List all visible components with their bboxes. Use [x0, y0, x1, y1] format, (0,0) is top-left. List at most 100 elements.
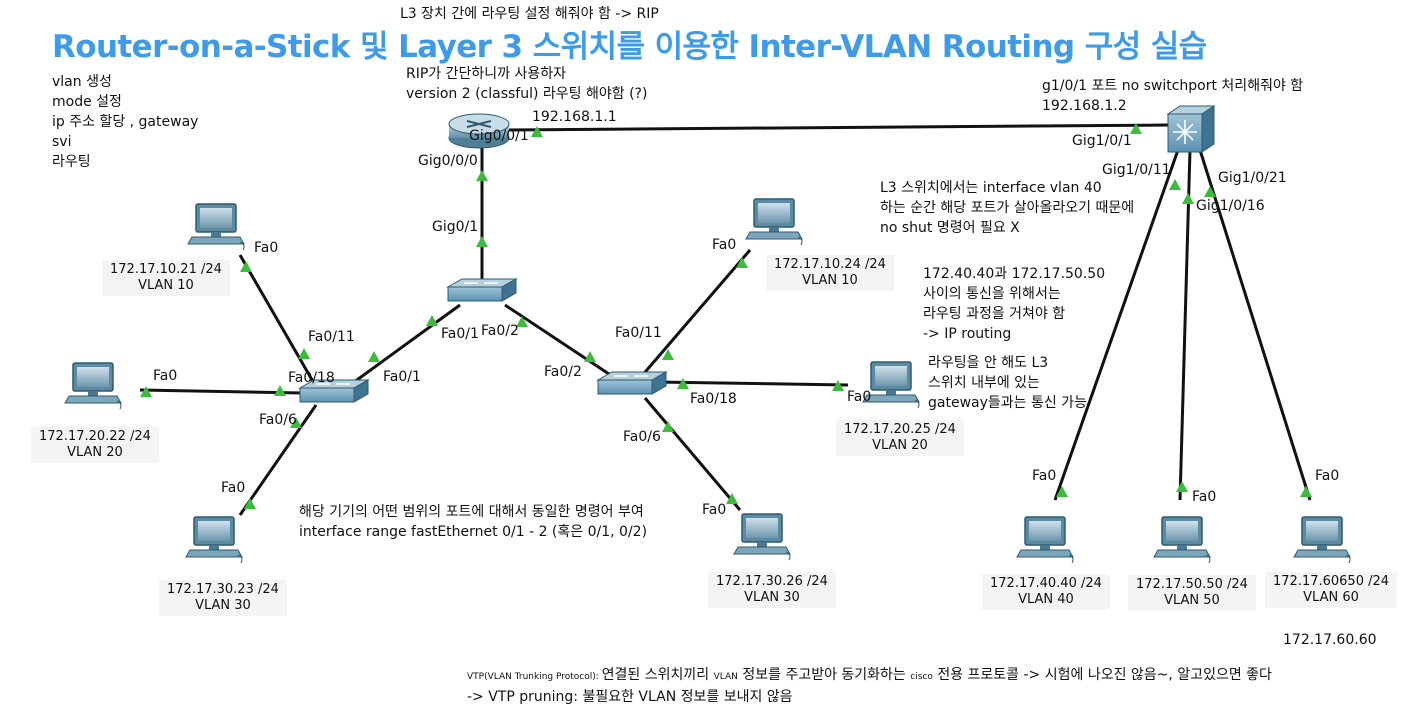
note-rip-version: RIP가 간단하니까 사용하자 version 2 (classful) 라우팅… — [406, 64, 647, 104]
pc-vlan: VLAN 20 — [67, 445, 123, 460]
port-label: Gig1/0/21 — [1218, 170, 1287, 186]
pc-icon[interactable] — [185, 516, 243, 564]
port-label: Gig0/0/0 — [418, 153, 478, 169]
note-svi-no-shut: L3 스위치에서는 interface vlan 40 하는 순간 해당 포트가… — [880, 178, 1134, 238]
pc-vlan: VLAN 10 — [802, 273, 858, 288]
pc-label: 172.17.20.25 /24 VLAN 20 — [836, 420, 964, 456]
pc-ip: 172.17.20.25 /24 — [844, 422, 956, 437]
link-up-arrow-icon — [240, 261, 252, 272]
port-label: Fa0/1 — [383, 369, 421, 385]
pc-ip: 172.17.10.24 /24 — [774, 257, 886, 272]
pc-icon[interactable] — [1153, 516, 1211, 564]
note-line: g1/0/1 포트 no switchport 처리해줘야 함 — [1042, 78, 1304, 94]
note-line: RIP가 간단하니까 사용하자 — [406, 66, 566, 82]
pc-icon[interactable] — [1016, 516, 1074, 564]
note-line: 해당 기기의 어떤 범위의 포트에 대해서 동일한 명령어 부여 — [299, 504, 644, 520]
pc-label: 172.17.40.40 /24 VLAN 40 — [982, 574, 1110, 610]
pc-port-label: Fa0 — [1315, 468, 1340, 484]
note-line: 라우팅 과정을 거쳐야 함 — [923, 306, 1066, 322]
port-label: Fa0/6 — [259, 412, 297, 428]
pc-vlan: VLAN 60 — [1303, 590, 1359, 605]
pc-icon[interactable] — [745, 198, 803, 246]
links-layer — [139, 123, 1312, 516]
pc-icon[interactable] — [64, 362, 122, 410]
pc-label: 172.17.20.22 /24 VLAN 20 — [31, 427, 159, 463]
pc-vlan: VLAN 10 — [138, 278, 194, 293]
pc-icon[interactable] — [1293, 516, 1351, 564]
port-label: Fa0/6 — [623, 429, 661, 445]
note-interface-range: 해당 기기의 어떤 범위의 포트에 대해서 동일한 명령어 부여 interfa… — [299, 502, 647, 542]
router-icon[interactable] — [448, 113, 510, 149]
note-line: 172.40.40과 172.17.50.50 — [923, 266, 1106, 282]
vtp-term: VTP(VLAN Trunking Protocol): — [467, 672, 602, 682]
note-config-steps: vlan 생성 mode 설정 ip 주소 할당 , gateway svi 라… — [52, 72, 198, 172]
note-line: 하는 순간 해당 포트가 살아올라오기 때문에 — [880, 200, 1135, 216]
pc-port-label: Fa0 — [221, 480, 246, 496]
port-label: Fa0/18 — [288, 370, 335, 386]
step-item: vlan 생성 — [52, 74, 112, 90]
link-rightswitch-pc6 — [643, 397, 742, 511]
note-line: 192.168.1.2 — [1042, 98, 1127, 114]
link-l3switch-pc8 — [1178, 149, 1192, 501]
link-topswitch-leftswitch — [349, 303, 461, 387]
note-gateway-comm: 라우팅을 안 해도 L3 스위치 내부에 있는 gateway들과는 통신 가능 — [928, 353, 1087, 413]
note-ip-routing: 172.40.40과 172.17.50.50 사이의 통신을 위해서는 라우팅… — [923, 264, 1105, 344]
link-up-arrow-icon — [531, 126, 543, 137]
pc-ip: 172.17.50.50 /24 — [1136, 577, 1248, 592]
pc-port-label: Fa0 — [1032, 468, 1057, 484]
port-label: Gig1/0/11 — [1102, 162, 1171, 178]
pc-ip: 172.17.10.21 /24 — [110, 262, 222, 277]
link-up-arrow-icon — [1169, 179, 1181, 190]
pc-vlan: VLAN 30 — [195, 598, 251, 613]
link-up-arrow-icon — [298, 348, 310, 359]
pc-label: 172.17.50.50 /24 VLAN 50 — [1128, 575, 1256, 611]
router-ip-label: 192.168.1.1 — [532, 109, 617, 125]
pc-icon[interactable] — [862, 361, 920, 409]
note-line: 사이의 통신을 위해서는 — [923, 286, 1061, 302]
pc-label: 172.17.60650 /24 VLAN 60 — [1265, 572, 1398, 608]
vtp-text: cisco — [910, 672, 933, 682]
pc-icon[interactable] — [733, 513, 791, 561]
link-l3switch-pc9 — [1198, 149, 1312, 501]
pc-label: 172.17.10.21 /24 VLAN 10 — [102, 260, 230, 296]
link-up-arrow-icon — [1300, 486, 1312, 497]
l3-switch-icon[interactable] — [1166, 105, 1216, 153]
pc-port-label: Fa0 — [702, 502, 727, 518]
link-leftswitch-pc2 — [139, 388, 303, 395]
link-up-arrow-icon — [1176, 481, 1188, 492]
pc-vlan: VLAN 30 — [744, 590, 800, 605]
port-label: Fa0/18 — [690, 391, 737, 407]
note-line: 스위치 내부에 있는 — [928, 375, 1040, 391]
note-line: version 2 (classful) 라우팅 해야함 (?) — [406, 86, 648, 102]
note-line: -> IP routing — [923, 326, 1012, 342]
pc-port-label: Fa0 — [847, 389, 872, 405]
port-label: Fa0/11 — [308, 329, 355, 345]
link-topswitch-rightswitch — [504, 303, 616, 380]
note-vtp: VTP(VLAN Trunking Protocol): 연결된 스위치끼리 V… — [467, 665, 1272, 707]
port-label: Fa0/2 — [544, 364, 582, 380]
link-up-arrow-icon — [662, 421, 674, 432]
pc-icon[interactable] — [187, 203, 245, 251]
vtp-text: VLAN — [713, 672, 738, 682]
link-rightswitch-pc5 — [654, 380, 849, 387]
note-line: 라우팅을 안 해도 L3 — [928, 355, 1049, 371]
pc-ip: 172.17.30.23 /24 — [167, 582, 279, 597]
link-up-arrow-icon — [476, 236, 488, 247]
switch-icon[interactable] — [596, 371, 668, 395]
port-label: Fa0/11 — [615, 325, 662, 341]
switch-icon[interactable] — [298, 379, 370, 403]
link-up-arrow-icon — [368, 351, 380, 362]
link-up-arrow-icon — [476, 170, 488, 181]
pc-label: 172.17.30.23 /24 VLAN 30 — [159, 580, 287, 616]
note-line: VTP(VLAN Trunking Protocol): 연결된 스위치끼리 V… — [467, 665, 1272, 687]
switch-icon[interactable] — [446, 278, 518, 302]
pc-port-label: Fa0 — [712, 237, 737, 253]
port-label: Gig1/0/1 — [1072, 133, 1132, 149]
pc-label: 172.17.30.26 /24 VLAN 30 — [708, 572, 836, 608]
note-no-switchport: g1/0/1 포트 no switchport 처리해줘야 함 192.168.… — [1042, 76, 1303, 116]
port-label: Gig0/1 — [432, 219, 479, 235]
link-leftswitch-pc1 — [238, 254, 317, 386]
link-up-arrow-icon — [584, 351, 596, 362]
